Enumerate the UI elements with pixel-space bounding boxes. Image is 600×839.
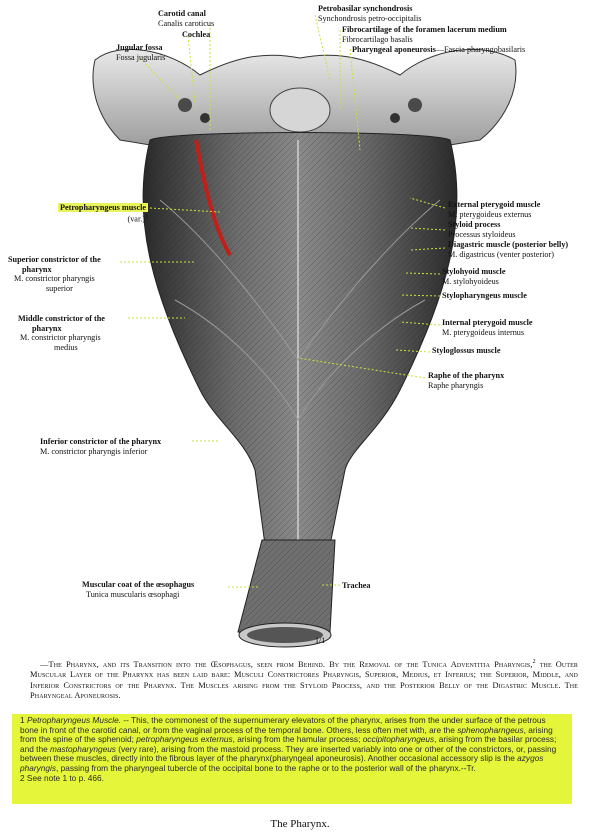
label-muscular-coat: Muscular coat of the œsophagus Tunica mu… <box>82 580 195 599</box>
label-pharyngeal-aponeurosis: Pharyngeal aponeurosis—Fascia pharyngoba… <box>352 45 526 54</box>
footnote-1: 1 Petropharyngeus Muscle. -- This, the c… <box>20 715 557 773</box>
label-inferior-constrictor: Inferior constrictor of the pharynx M. c… <box>40 437 162 456</box>
petropharyngeus-muscle <box>194 139 232 257</box>
label-cochlea: Cochlea <box>182 30 211 39</box>
footnotes: 1 Petropharyngeus Muscle. -- This, the c… <box>12 714 572 804</box>
label-styloid-process: Styloid process Processus styloideus <box>448 220 516 239</box>
pharynx-body <box>142 132 458 546</box>
label-superior-constrictor: Superior constrictor of the pharynx M. c… <box>8 255 101 293</box>
pharynx-illustration <box>92 14 517 648</box>
label-jugular-fossa: Jugular fossa Fossa jugularis <box>116 43 166 62</box>
label-carotid-canal: Carotid canal Canalis caroticus <box>158 9 215 28</box>
label-styloglossus: Styloglossus muscle <box>432 346 501 355</box>
label-stylohyoid: Stylohyoid muscle M. stylohyoideus <box>442 267 506 286</box>
label-internal-pterygoid: Internal pterygoid muscle M. pterygoideu… <box>442 318 533 337</box>
label-stylopharyngeus: Stylopharyngeus muscle <box>442 291 527 300</box>
skull-base <box>92 48 517 151</box>
label-trachea: Trachea <box>342 581 371 590</box>
label-fibrocartilage: Fibrocartilage of the foramen lacerum me… <box>342 25 507 44</box>
figure-caption: —The Pharynx, and its Transition into th… <box>30 659 578 701</box>
esophagus <box>237 539 336 648</box>
label-petropharyngeus: Petropharyngeus muscle (var.)1 <box>57 203 148 224</box>
label-digastric: Diagastric muscle (posterior belly) M. d… <box>448 240 569 259</box>
label-raphe: Raphe of the pharynx Raphe pharyngis <box>428 371 505 390</box>
label-petrobasilar: Petrobasilar synchondrosis Synchondrosis… <box>318 4 422 23</box>
figure-title: The Pharynx. <box>270 818 330 830</box>
footnote-2: 2 See note 1 to p. 466. <box>20 772 104 783</box>
label-external-pterygoid: External pterygoid muscle M. pterygoideu… <box>448 200 541 219</box>
leader-lines <box>120 14 446 588</box>
label-middle-constrictor: Middle constrictor of the pharynx M. con… <box>18 314 105 352</box>
scale-mark: 1/1 <box>315 636 326 645</box>
